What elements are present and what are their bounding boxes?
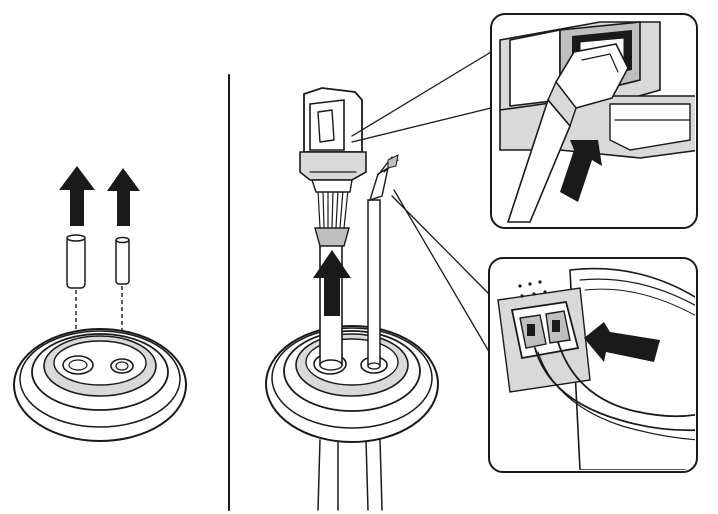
left-panel-remove-plugs: [13, 166, 187, 442]
arrow-diagonal-icon: [560, 140, 602, 202]
arrow-up-icon: [59, 166, 95, 226]
arrow-up-icon: [313, 250, 351, 316]
detail-box-terminal-block: [488, 257, 698, 473]
arrow-diagonal-icon: [584, 322, 660, 362]
cable-grommet: [13, 328, 187, 442]
arrow-up-icon: [107, 168, 140, 226]
power-cable: [367, 154, 399, 370]
cable-grommet-installed: [265, 325, 439, 443]
plug-small: [115, 236, 130, 285]
exposed-wires: [314, 189, 350, 247]
detail-box-rj45-port: [490, 13, 698, 229]
rj45-plug: [299, 87, 367, 193]
callout-lines: [351, 51, 492, 356]
cables-below: [317, 439, 383, 511]
center-panel-insert-cable: [265, 51, 492, 511]
plug-large: [66, 234, 86, 289]
